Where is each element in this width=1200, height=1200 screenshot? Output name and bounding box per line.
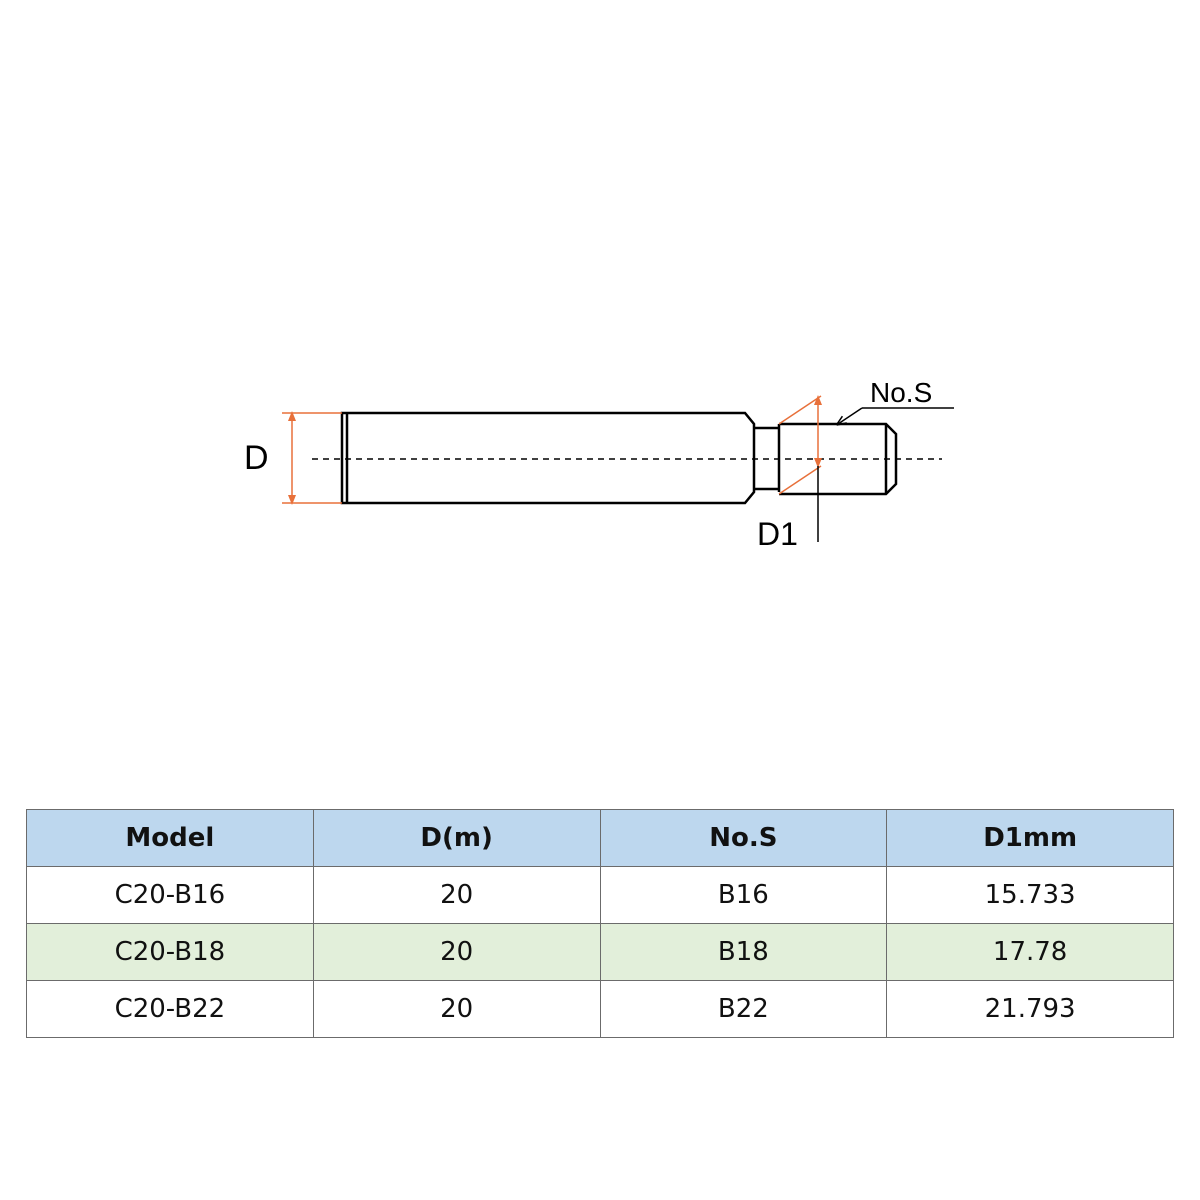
threaded-end	[779, 422, 898, 496]
cell-d: 20	[312, 923, 601, 981]
neck	[754, 424, 781, 492]
cell-model: C20-B18	[26, 923, 314, 981]
cell-thread: B16	[599, 866, 888, 924]
d-label: D	[244, 439, 269, 477]
thread-leader	[838, 407, 954, 424]
table-row: C20-B18 20 B18 17.78	[26, 923, 1174, 981]
cell-d1: 21.793	[886, 980, 1174, 1038]
header-thread: No.S	[599, 809, 888, 867]
cell-d: 20	[312, 980, 601, 1038]
table-row: C20-B16 20 B16 15.733	[26, 866, 1174, 924]
cell-model: C20-B16	[26, 866, 314, 924]
spec-table: Model D(m) No.S D1mm C20-B16 20 B16 15.7…	[26, 809, 1174, 1038]
d1-label: D1	[757, 516, 798, 552]
thread-label: No.S	[870, 377, 932, 408]
cell-d1: 15.733	[886, 866, 1174, 924]
cell-thread: B22	[599, 980, 888, 1038]
cell-thread: B18	[599, 923, 888, 981]
cell-model: C20-B22	[26, 980, 314, 1038]
header-d1: D1mm	[886, 809, 1174, 867]
header-model: Model	[26, 809, 314, 867]
cell-d1: 17.78	[886, 923, 1174, 981]
cell-d: 20	[312, 866, 601, 924]
header-d: D(m)	[312, 809, 601, 867]
table-header-row: Model D(m) No.S D1mm	[26, 809, 1174, 867]
technical-drawing: D D1 No.S	[244, 377, 954, 552]
d1-dimension	[778, 395, 822, 495]
table-row: C20-B22 20 B22 21.793	[26, 980, 1174, 1038]
d-dimension	[282, 411, 342, 505]
tool-holder-diagram: D D1 No.S	[244, 377, 954, 552]
shank-body	[340, 411, 756, 505]
